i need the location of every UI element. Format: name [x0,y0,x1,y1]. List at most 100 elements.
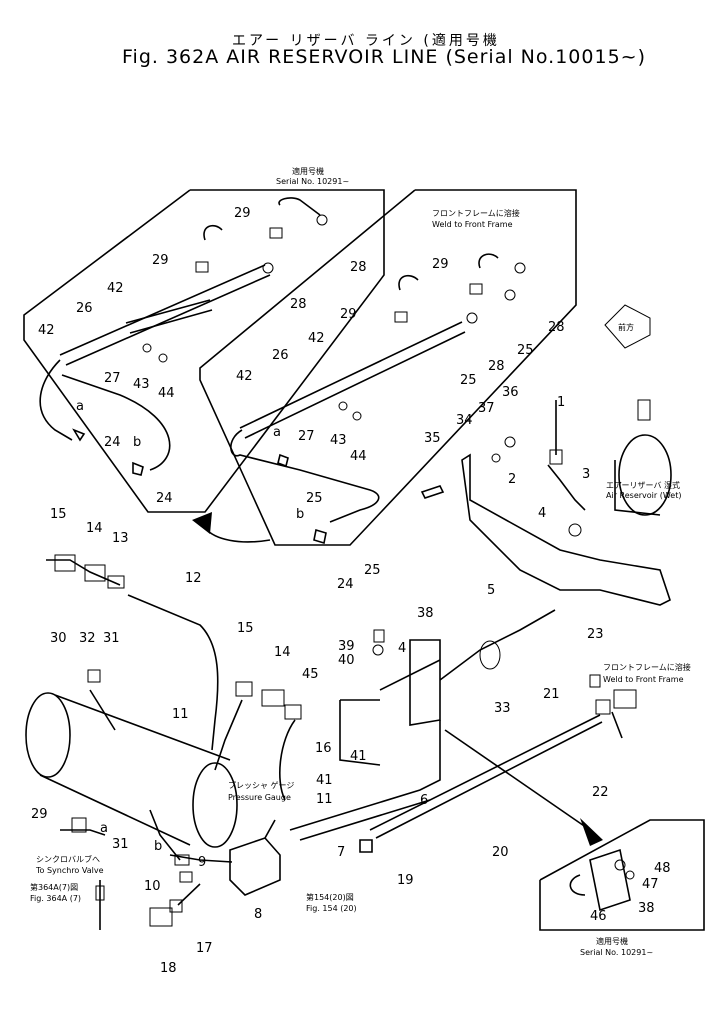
callout: 4 [538,506,546,521]
note-pressure-gauge: Pressure Gauge [228,793,291,802]
callout: 23 [587,627,604,642]
callout: 31 [112,837,129,852]
callout: 24 [104,435,121,450]
callout: 11 [316,792,333,807]
callout: 8 [254,907,262,922]
callout: 15 [237,621,254,636]
callout: 42 [38,323,55,338]
note-weld-jp-2: フロントフレームに溶接 [603,662,691,672]
callout: 29 [432,257,449,272]
note-air-reservoir: Air Reservoir (Wet) [606,491,681,500]
callout: 26 [76,301,93,316]
callout: 29 [31,807,48,822]
callout: 24 [337,577,354,592]
note-fig364-jp: 第364A(7)図 [30,882,78,892]
callout: 3 [582,467,590,482]
title-japanese: エアー リザーバ ライン (適用号機 [232,33,500,49]
callout: 30 [50,631,67,646]
callout: 9 [198,855,206,870]
callout: b [133,435,141,450]
callout: 16 [315,741,332,756]
callout: 29 [234,206,251,221]
callout: 25 [364,563,381,578]
callout: 34 [456,413,473,428]
callout: b [296,507,304,522]
callout: 39 [338,639,355,654]
callout: a [76,399,84,414]
note-weld-1: Weld to Front Frame [432,220,513,229]
callout: 27 [104,371,121,386]
callout: 32 [79,631,96,646]
note-weld-2: Weld to Front Frame [603,675,684,684]
note-fig154-jp: 第154(20)図 [306,892,354,902]
callouts: 29 28 29 28 42 26 42 27 43 44 a 24 b 24 … [31,206,671,976]
callout: 6 [420,793,428,808]
note-serial-bottom-jp: 適用号機 [596,936,628,946]
note-fig154: Fig. 154 (20) [306,904,357,913]
callout: 43 [133,377,150,392]
callout: 36 [502,385,519,400]
callout: a [273,425,281,440]
callout: 21 [543,687,560,702]
callout: 25 [306,491,323,506]
callout: 2 [508,472,516,487]
notes: 適用号機 Serial No. 10291~ フロントフレームに溶接 Weld … [30,166,691,957]
callout: 41 [350,749,367,764]
callout: 31 [103,631,120,646]
callout: 42 [107,281,124,296]
callout: 38 [638,901,655,916]
callout: b [154,839,162,854]
callout: 24 [156,491,173,506]
callout: 22 [592,785,609,800]
callout: 29 [152,253,169,268]
callout: 20 [492,845,509,860]
callout: 28 [488,359,505,374]
note-serial-top-jp: 適用号機 [292,166,324,176]
note-serial-bottom: Serial No. 10291~ [580,948,653,957]
note-synchro-jp: シンクロバルブへ [36,854,100,864]
callout: 12 [185,571,202,586]
note-serial-top: Serial No. 10291~ [276,177,349,186]
callout: 10 [144,879,161,894]
callout: 38 [417,606,434,621]
callout: 29 [340,307,357,322]
callout: 37 [478,401,495,416]
callout: 25 [517,343,534,358]
note-front-arrow: 前方 [618,322,634,332]
callout: 15 [50,507,67,522]
callout: 43 [330,433,347,448]
note-fig364: Fig. 364A (7) [30,894,81,903]
callout: 14 [86,521,103,536]
title-english: Fig. 362A AIR RESERVOIR LINE (Serial No.… [122,46,646,68]
callout: 33 [494,701,511,716]
callout: 19 [397,873,414,888]
callout: 7 [337,845,345,860]
callout: 28 [350,260,367,275]
callout: 26 [272,348,289,363]
callout: 28 [290,297,307,312]
callout: 5 [487,583,495,598]
callout: 28 [548,320,565,335]
note-synchro: To Synchro Valve [35,866,104,875]
callout: 13 [112,531,129,546]
callout: 47 [642,877,659,892]
line-art [23,189,705,931]
note-pressure-gauge-jp: プレッシャ ゲージ [228,780,294,790]
note-weld-jp-1: フロントフレームに溶接 [432,208,520,218]
callout: 44 [350,449,367,464]
callout: 44 [158,386,175,401]
callout: 35 [424,431,441,446]
callout: 4 [398,641,406,656]
callout: 14 [274,645,291,660]
callout: 41 [316,773,333,788]
callout: 18 [160,961,177,976]
callout: 45 [302,667,319,682]
callout: 48 [654,861,671,876]
note-air-reservoir-jp: エアーリザーバ 湿式 [606,480,680,490]
callout: 11 [172,707,189,722]
callout: 46 [590,909,607,924]
callout: 27 [298,429,315,444]
callout: 42 [308,331,325,346]
callout: a [100,821,108,836]
